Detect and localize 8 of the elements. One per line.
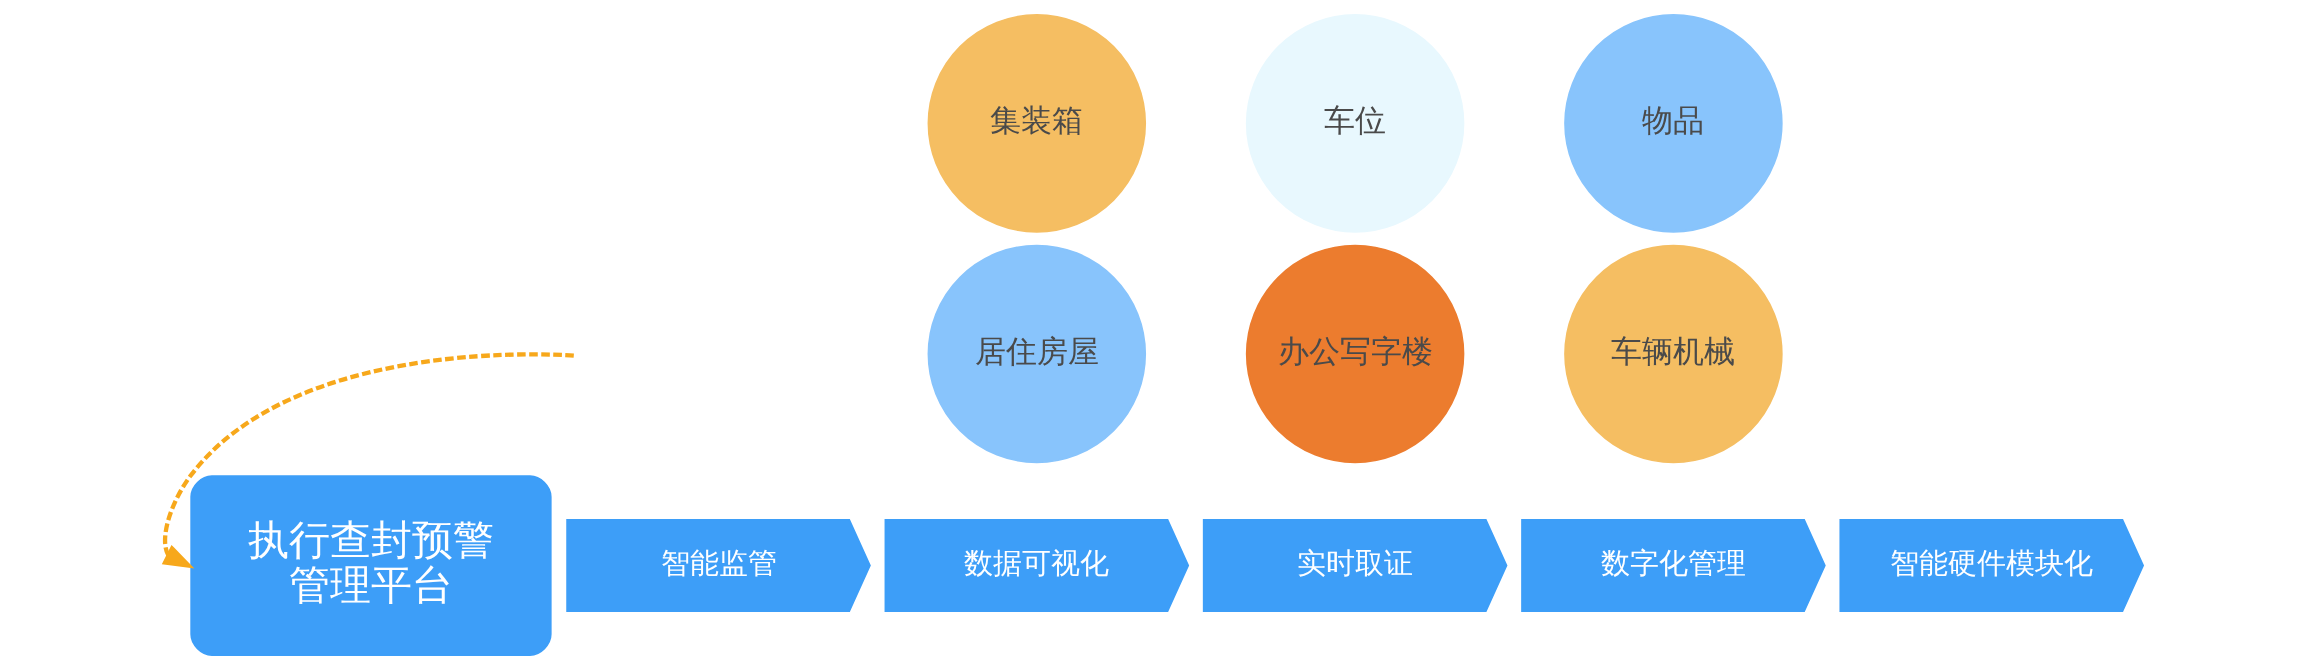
node-circle: 办公写字楼 [1245,244,1465,464]
node-circle: 居住房屋 [927,244,1147,464]
node-circle: 车辆机械 [1564,244,1783,464]
node-circle: 车位 [1245,14,1465,233]
node-circle: 集装箱 [927,14,1147,233]
arrow [161,352,574,569]
node-circle: 物品 [1564,14,1783,233]
node-box: 执行查封预警管理平台 [190,475,552,656]
